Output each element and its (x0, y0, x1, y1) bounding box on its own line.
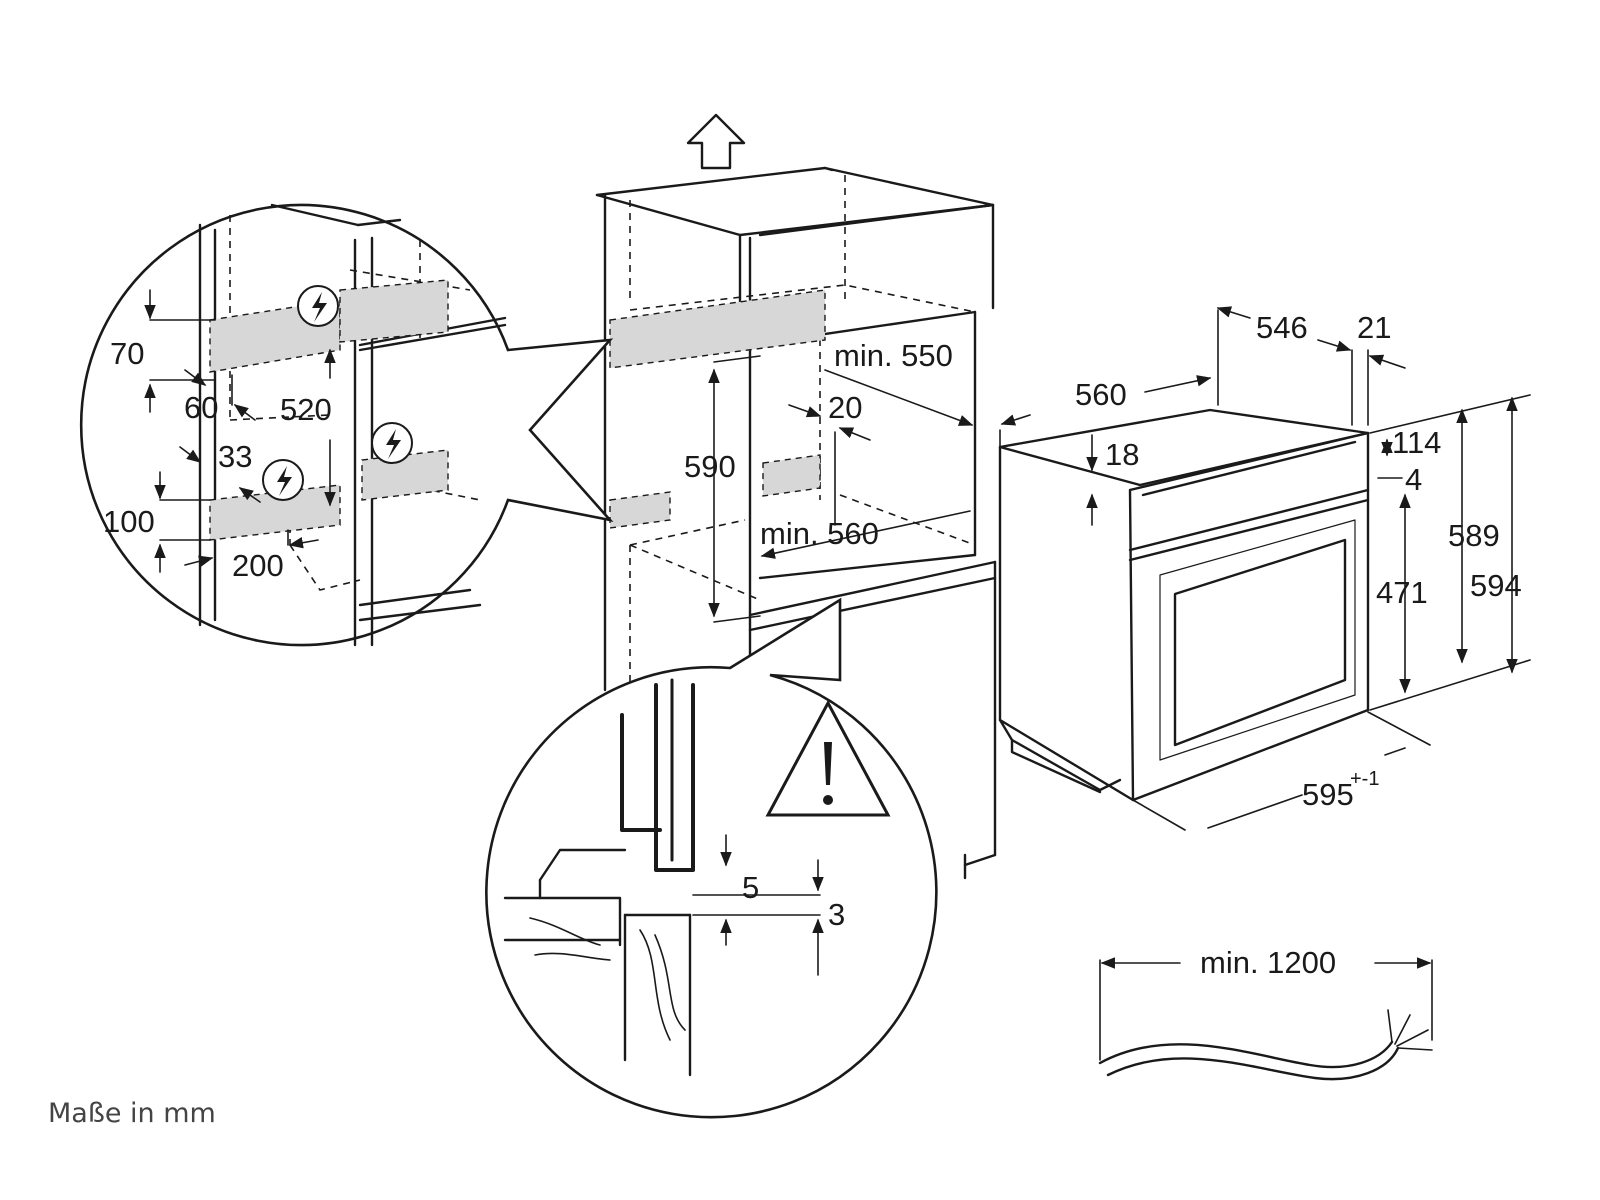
oven-front-depth-label: 21 (1357, 310, 1391, 345)
cabinet-width-label: min. 560 (760, 516, 879, 551)
oven-width-label: 560 (1075, 377, 1127, 412)
cable-drawing: min. 1200 (1098, 945, 1433, 1081)
cabinet-gap-label: 20 (828, 390, 862, 425)
detail-lower-box-height-label: 100 (103, 504, 155, 539)
oven-total-height-label: 594 (1470, 568, 1522, 603)
detail-top-box-offset-label: 60 (184, 390, 218, 425)
detail-lower-box-width-label: 200 (232, 548, 284, 583)
oven-top-gap-label: 4 (1405, 462, 1422, 497)
mounting-detail-circle: 5 3 (485, 597, 938, 1119)
voltage-warning-icon (297, 285, 339, 327)
oven-depth-label: 546 (1256, 310, 1308, 345)
mount-gap-top-label: 5 (742, 870, 759, 905)
detail-zone-height-label: 520 (280, 392, 332, 427)
electrical-detail-circle: 70 60 520 33 100 200 (79, 203, 614, 647)
warning-triangle-icon (765, 699, 891, 817)
cabinet-height-label: 590 (684, 449, 736, 484)
oven-top-offset-label: 114 (1392, 425, 1441, 460)
detail-lower-offset-label: 33 (218, 439, 252, 474)
mount-gap-bottom-label: 3 (828, 897, 845, 932)
oven-dimensions: 546 21 560 18 114 4 471 589 594 595 +-1 (999, 306, 1531, 831)
cabinet-dimensions: 590 min. 550 20 min. 560 (684, 338, 974, 623)
oven-drawing (998, 408, 1370, 802)
oven-front-width-tolerance: +-1 (1350, 768, 1379, 790)
voltage-warning-icon (262, 459, 304, 501)
voltage-warning-icon (371, 422, 413, 464)
cabinet-depth-label: min. 550 (834, 338, 953, 373)
cabinet-drawing (595, 166, 997, 882)
cable-length-label: min. 1200 (1200, 945, 1336, 980)
oven-body-height-label: 589 (1448, 518, 1500, 553)
oven-front-width-label: 595 (1302, 777, 1354, 812)
oven-panel-label: 18 (1105, 437, 1139, 472)
units-note: Maße in mm (48, 1098, 216, 1129)
detail-top-box-height-label: 70 (110, 336, 144, 371)
oven-door-height-label: 471 (1376, 575, 1428, 610)
up-arrow-icon (686, 113, 746, 170)
